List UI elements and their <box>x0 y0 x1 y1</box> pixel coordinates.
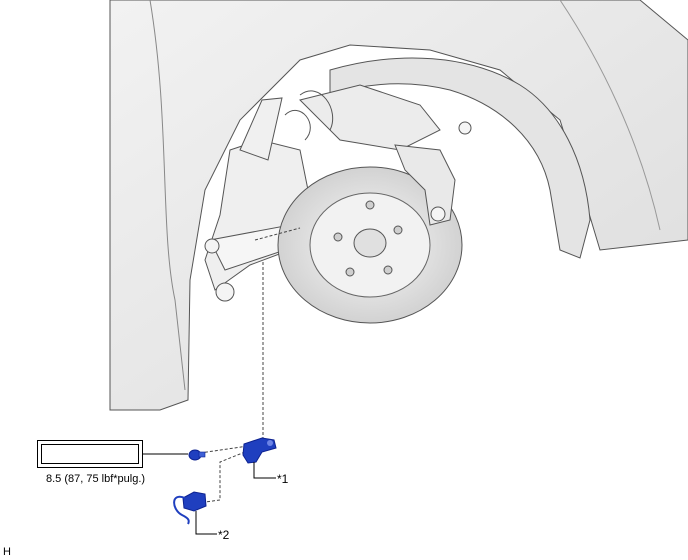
brake-disc <box>277 166 463 324</box>
sensor-mount-guide <box>254 227 301 241</box>
torque-box-inner-frame <box>41 444 139 464</box>
callout-label-2: *2 <box>218 528 230 542</box>
torque-specification-box <box>37 440 143 468</box>
sensor-connector-part <box>173 491 207 525</box>
brake-caliper <box>394 144 456 226</box>
callout-label-1: *1 <box>277 472 289 486</box>
torque-value-label: 8.5 (87, 75 lbf*pulg.) <box>46 473 146 485</box>
bolt-part <box>188 449 206 461</box>
speed-sensor-part <box>242 437 277 464</box>
leader-lines <box>143 453 276 535</box>
illustration-code: H <box>3 546 11 558</box>
fender-panel <box>109 0 688 411</box>
suspension-assembly <box>204 84 472 302</box>
wheel-well-liner <box>329 57 591 259</box>
installation-guide-lines <box>199 262 264 503</box>
